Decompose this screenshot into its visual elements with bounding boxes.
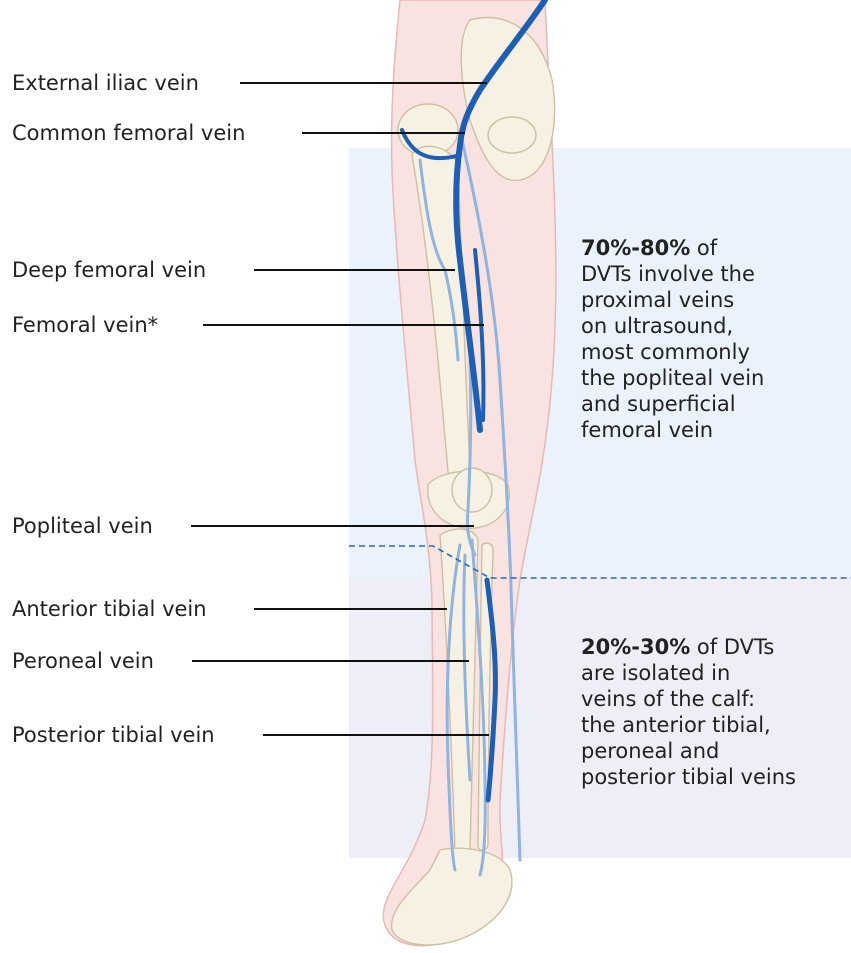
- label-common-femoral-vein: Common femoral vein: [12, 120, 245, 146]
- label-external-iliac-vein: External iliac vein: [12, 70, 199, 96]
- note-line: and superficial: [581, 391, 764, 417]
- note-line: veins of the calf:: [581, 686, 796, 712]
- note-line: DVTs involve the: [581, 261, 764, 287]
- note-line: 70%-80% of: [581, 235, 764, 261]
- patella-bone: [452, 468, 492, 512]
- note-line: 20%-30% of DVTs: [581, 634, 796, 660]
- label-popliteal-vein: Popliteal vein: [12, 513, 153, 539]
- note-text: of: [690, 236, 717, 260]
- proximal-dvt-note: 70%-80% of DVTs involve the proximal vei…: [581, 235, 764, 443]
- note-line: femoral vein: [581, 417, 764, 443]
- note-line: the popliteal vein: [581, 365, 764, 391]
- label-posterior-tibial-vein: Posterior tibial vein: [12, 722, 215, 748]
- note-line: on ultrasound,: [581, 313, 764, 339]
- note-line: peroneal and: [581, 738, 796, 764]
- label-peroneal-vein: Peroneal vein: [12, 648, 154, 674]
- label-deep-femoral-vein: Deep femoral vein: [12, 257, 206, 283]
- calf-dvt-note: 20%-30% of DVTs are isolated in veins of…: [581, 634, 796, 790]
- note-line: posterior tibial veins: [581, 764, 796, 790]
- calf-percentage: 20%-30%: [581, 635, 690, 659]
- label-anterior-tibial-vein: Anterior tibial vein: [12, 596, 207, 622]
- note-line: the anterior tibial,: [581, 712, 796, 738]
- note-line: proximal veins: [581, 287, 764, 313]
- pubic-bone: [488, 117, 536, 153]
- note-text: of DVTs: [690, 635, 774, 659]
- note-line: most commonly: [581, 339, 764, 365]
- note-line: are isolated in: [581, 660, 796, 686]
- label-femoral-vein: Femoral vein*: [12, 312, 158, 338]
- proximal-percentage: 70%-80%: [581, 236, 690, 260]
